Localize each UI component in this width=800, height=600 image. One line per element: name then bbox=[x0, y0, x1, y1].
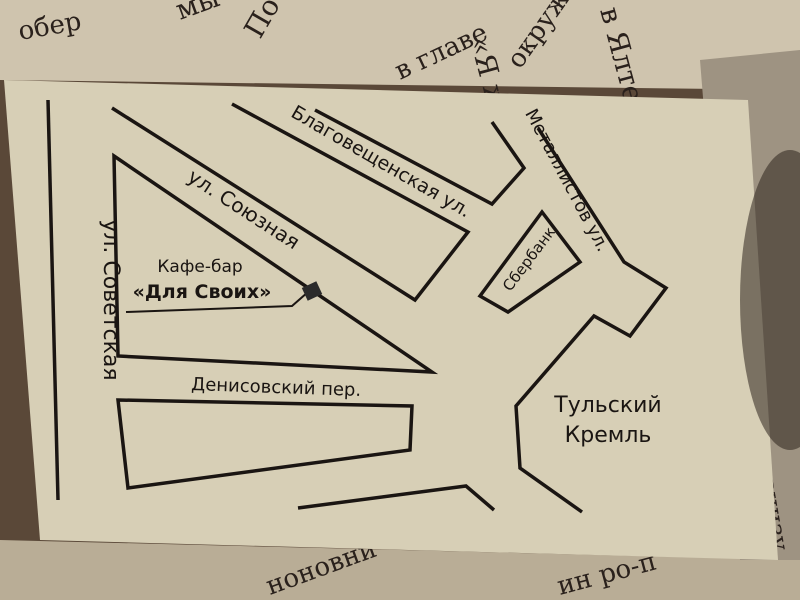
sberbank-block bbox=[477, 209, 583, 315]
bottom-street-line bbox=[297, 484, 496, 512]
cafe-location-marker[interactable] bbox=[301, 281, 323, 301]
label-cafe-type: Кафе-бар bbox=[157, 257, 242, 277]
label-kremlin-line1: Тульский bbox=[553, 393, 661, 418]
label-sovetskaya: ул. Советская bbox=[98, 219, 123, 380]
label-cafe-name: «Для Своих» bbox=[133, 281, 272, 303]
soyuznaya-upper-block bbox=[111, 102, 471, 303]
finger-shadow bbox=[740, 150, 800, 450]
cafe-marker-icon bbox=[301, 281, 323, 301]
metallistov-kremlin-edge bbox=[514, 127, 669, 514]
blagoveshchenskaya-block bbox=[314, 108, 527, 207]
book-page-top bbox=[0, 0, 800, 90]
cafe-triangle-block bbox=[112, 152, 439, 375]
sovetskaya-street-line bbox=[46, 99, 60, 501]
label-kremlin-line2: Кремль bbox=[565, 423, 652, 448]
denisovsky-lower-block bbox=[116, 398, 414, 490]
cafe-pointer-line bbox=[125, 291, 309, 313]
